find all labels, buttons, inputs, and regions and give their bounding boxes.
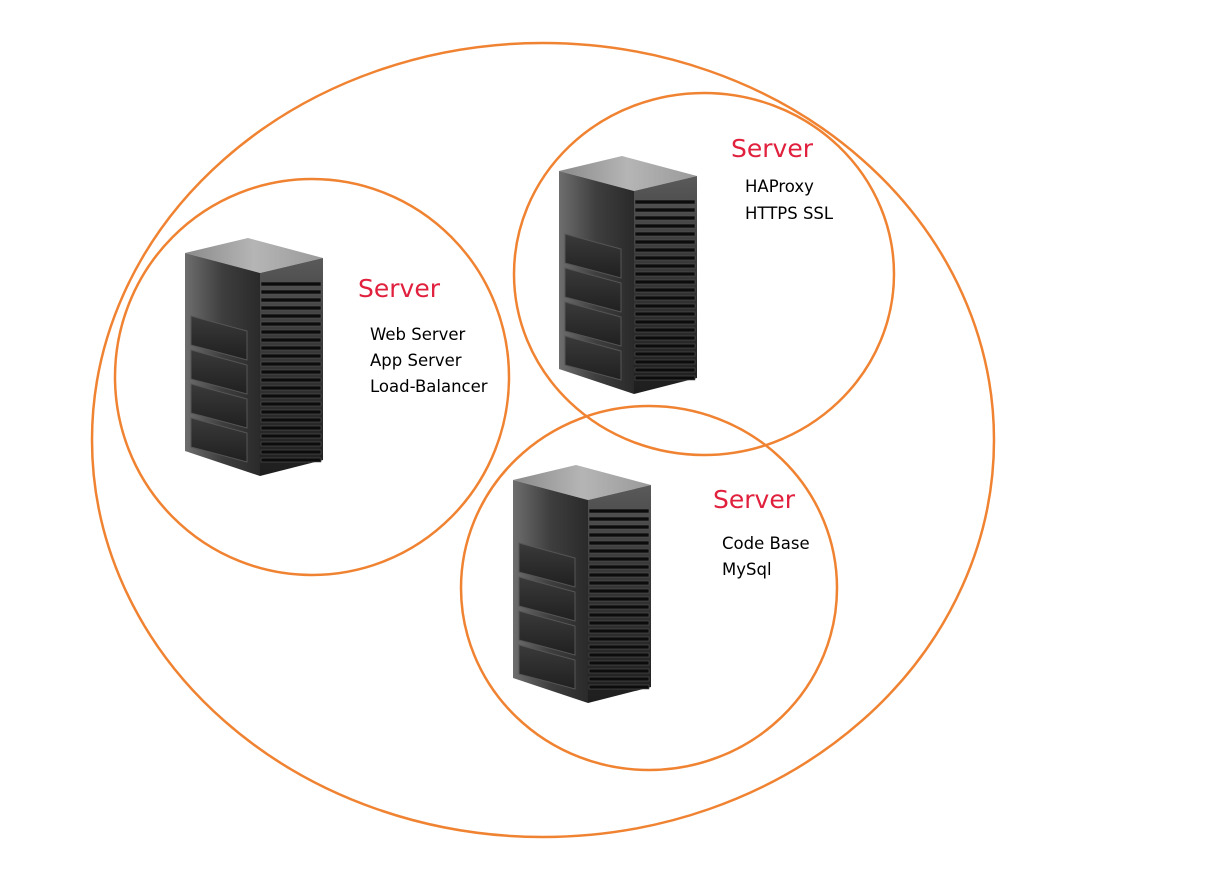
server-title: Server (358, 274, 441, 303)
server-title: Server (713, 485, 796, 514)
server-tower-icon (512, 464, 652, 704)
server-role: Code Base (722, 534, 810, 553)
server-group-ring-bottom (459, 404, 839, 772)
server-role: Load-Balancer (370, 377, 488, 396)
server-role: HTTPS SSL (745, 204, 834, 223)
server-node: Server HAProxy HTTPS SSL (558, 134, 834, 395)
server-group-ring-top (512, 91, 896, 457)
server-role: HAProxy (745, 177, 814, 196)
server-node: Server Web Server App Server Load-Balanc… (184, 237, 488, 477)
server-group-ring-left (113, 177, 511, 577)
server-role: MySql (722, 560, 772, 579)
server-tower-icon (558, 155, 698, 395)
server-title: Server (731, 134, 814, 163)
outer-boundary-ring (90, 41, 996, 839)
server-node: Server Code Base MySql (512, 464, 810, 704)
server-role: App Server (370, 351, 462, 370)
server-role: Web Server (370, 325, 466, 344)
server-tower-icon (184, 237, 324, 477)
